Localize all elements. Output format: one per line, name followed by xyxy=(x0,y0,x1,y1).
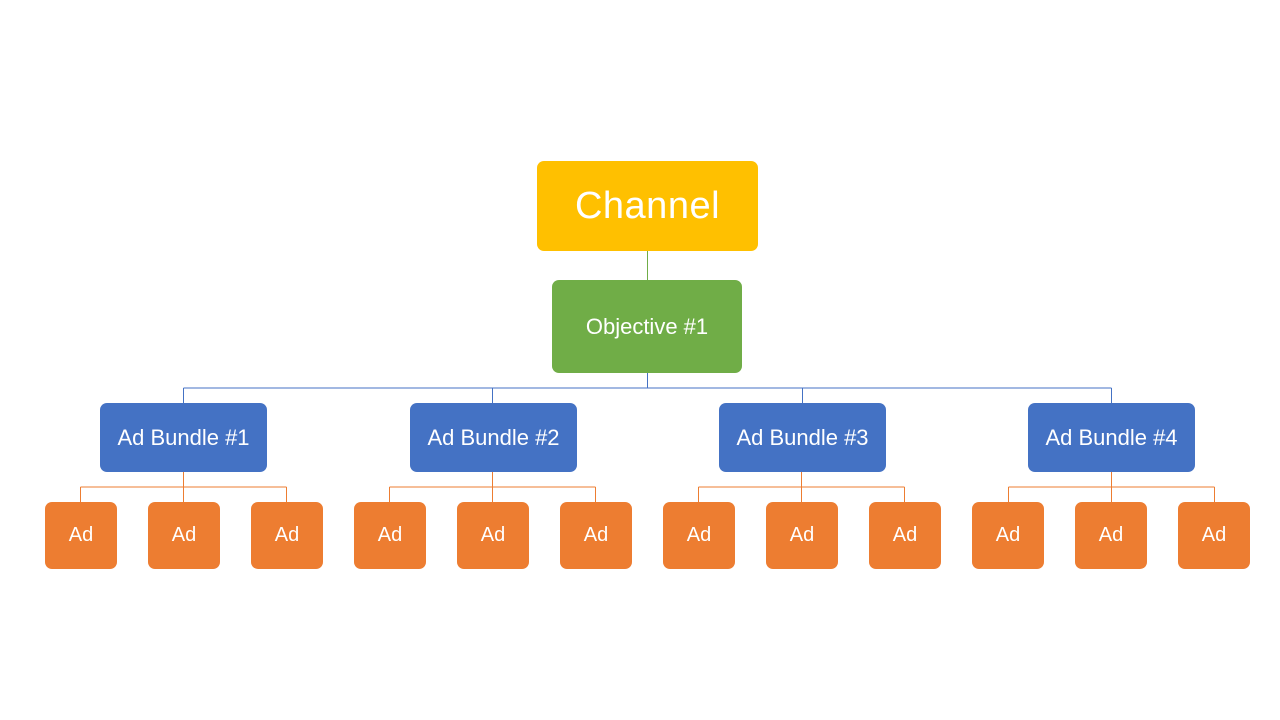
node-ad-b3-2: Ad xyxy=(766,502,838,569)
node-ad-b2-3: Ad xyxy=(560,502,632,569)
node-ad-b1-1: Ad xyxy=(45,502,117,569)
node-ad-b2-1: Ad xyxy=(354,502,426,569)
node-objective-1: Objective #1 xyxy=(552,280,742,373)
node-ad-bundle-2: Ad Bundle #2 xyxy=(410,403,577,472)
node-ad-b3-3: Ad xyxy=(869,502,941,569)
node-ad-b3-1: Ad xyxy=(663,502,735,569)
node-channel: Channel xyxy=(537,161,758,251)
node-ad-b2-2: Ad xyxy=(457,502,529,569)
node-ad-b4-1: Ad xyxy=(972,502,1044,569)
node-ad-b4-3: Ad xyxy=(1178,502,1250,569)
node-ad-b1-2: Ad xyxy=(148,502,220,569)
node-ad-b4-2: Ad xyxy=(1075,502,1147,569)
node-ad-bundle-4: Ad Bundle #4 xyxy=(1028,403,1195,472)
node-ad-bundle-3: Ad Bundle #3 xyxy=(719,403,886,472)
node-ad-bundle-1: Ad Bundle #1 xyxy=(100,403,267,472)
node-ad-b1-3: Ad xyxy=(251,502,323,569)
